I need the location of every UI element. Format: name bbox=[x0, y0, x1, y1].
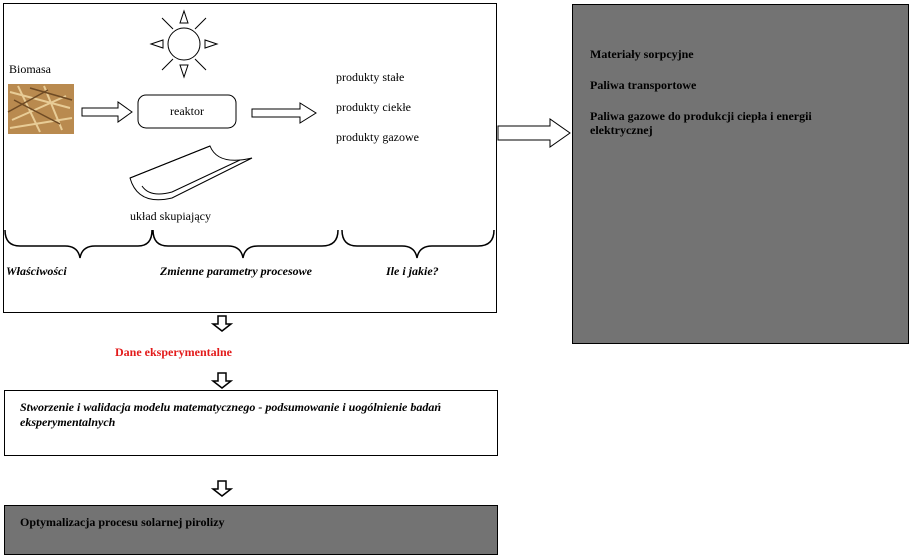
arrow-icon bbox=[497, 118, 571, 148]
biomass-label: Biomasa bbox=[9, 62, 51, 76]
product-gas: produkty gazowe bbox=[336, 130, 419, 144]
model-box: Stworzenie i walidacja modelu matematycz… bbox=[4, 390, 498, 456]
brace-label-properties: Właściwości bbox=[6, 264, 67, 278]
concentrator-icon bbox=[129, 145, 253, 201]
applications-box: Materiały sorpcyjne Paliwa transportowe … bbox=[572, 4, 909, 344]
arrow-icon bbox=[81, 101, 133, 123]
brace-label-parameters: Zmienne parametry procesowe bbox=[160, 264, 312, 278]
down-arrow-icon bbox=[210, 372, 234, 389]
application-transport-fuels: Paliwa transportowe bbox=[590, 78, 697, 92]
application-sorbents: Materiały sorpcyjne bbox=[590, 47, 694, 61]
brace-label-products: Ile i jakie? bbox=[386, 264, 439, 278]
optimization-box-text: Optymalizacja procesu solarnej pirolizy bbox=[20, 515, 225, 529]
sun-icon bbox=[149, 9, 219, 79]
product-solid: produkty stałe bbox=[336, 70, 405, 84]
reactor-label: reaktor bbox=[170, 104, 204, 118]
optimization-box: Optymalizacja procesu solarnej pirolizy bbox=[4, 505, 498, 555]
brace-icon bbox=[4, 229, 495, 259]
process-box bbox=[3, 3, 497, 313]
arrow-icon bbox=[251, 102, 317, 124]
experimental-data-label: Dane eksperymentalne bbox=[115, 345, 232, 359]
application-gas-fuels: Paliwa gazowe do produkcji ciepła i ener… bbox=[590, 109, 812, 137]
concentrator-label: układ skupiający bbox=[130, 209, 211, 223]
down-arrow-icon bbox=[210, 480, 234, 497]
product-liquid: produkty ciekłe bbox=[336, 100, 411, 114]
down-arrow-icon bbox=[210, 315, 234, 332]
model-box-text: Stworzenie i walidacja modelu matematycz… bbox=[20, 400, 442, 429]
reactor-shape bbox=[137, 94, 237, 129]
biomass-image bbox=[7, 84, 74, 134]
